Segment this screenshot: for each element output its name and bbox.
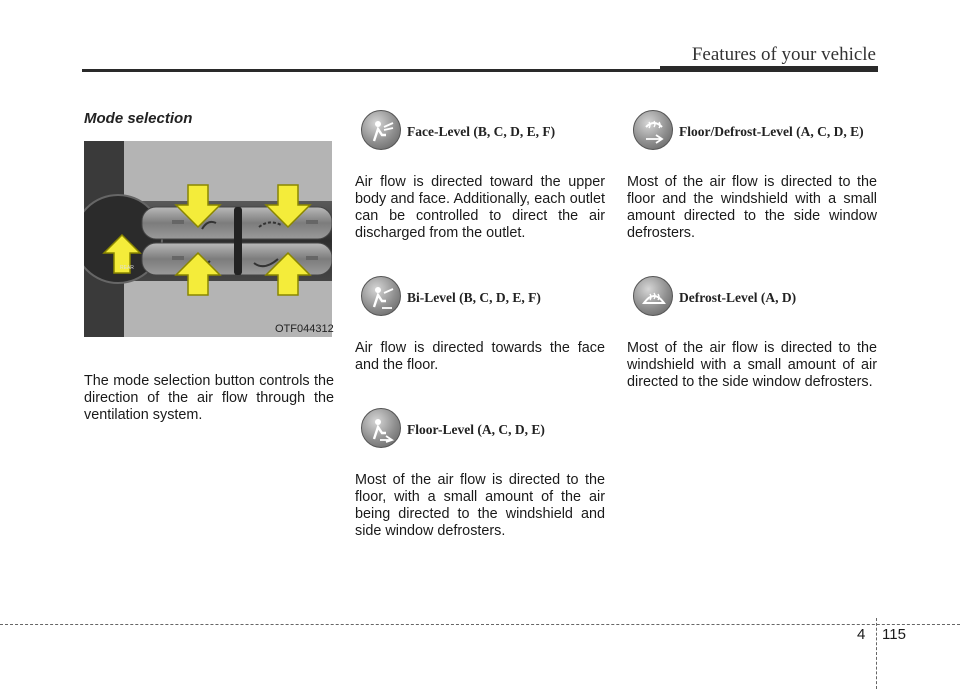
- rear-label: REAR: [120, 265, 134, 271]
- footer-rule: [0, 624, 960, 625]
- control-panel-figure: REAR: [84, 141, 332, 337]
- mode-text: Most of the air flow is directed to the …: [627, 174, 877, 241]
- arrow-up-1: [174, 251, 222, 296]
- bi-level-vent-icon: [361, 276, 401, 316]
- header-title: Features of your vehicle: [691, 44, 876, 65]
- mode-label: Floor-Level (A, C, D, E): [407, 422, 545, 437]
- middle-column: Face-Level (B, C, D, E, F) Air flow is d…: [355, 110, 605, 540]
- arrow-down-2: [264, 184, 312, 229]
- figure-code: OTF044312: [275, 323, 334, 335]
- footer-divider: [876, 618, 877, 689]
- mode-defrost-level: Defrost-Level (A, D) Most of the air flo…: [627, 276, 877, 391]
- face-vent-icon: [361, 110, 401, 150]
- mode-label: Face-Level (B, C, D, E, F): [407, 124, 556, 139]
- mode-selection-description: The mode selection button controls the d…: [84, 373, 334, 423]
- mode-bi-level: Bi-Level (B, C, D, E, F) Air flow is dir…: [355, 276, 605, 374]
- page-number: 115: [882, 626, 906, 643]
- floor-defrost-icon: [633, 110, 673, 150]
- arrow-up-2: [264, 251, 312, 296]
- left-column: Mode selection: [84, 110, 334, 424]
- mode-text: Air flow is directed towards the face an…: [355, 340, 605, 373]
- defrost-icon: [633, 276, 673, 316]
- chapter-number: 4: [857, 626, 866, 643]
- arrow-up-rear: [102, 233, 142, 274]
- arrow-down-1: [174, 184, 222, 229]
- mode-text: Most of the air flow is directed to the …: [355, 472, 605, 539]
- mode-text: Most of the air flow is directed to the …: [627, 340, 877, 390]
- mode-floor-level: Floor-Level (A, C, D, E) Most of the air…: [355, 408, 605, 540]
- header-rule-accent: [660, 66, 878, 72]
- mode-face-level: Face-Level (B, C, D, E, F) Air flow is d…: [355, 110, 605, 242]
- control-panel-illustration: REAR: [84, 141, 332, 337]
- mode-text: Air flow is directed toward the upper bo…: [355, 174, 605, 241]
- mode-label: Bi-Level (B, C, D, E, F): [407, 290, 541, 305]
- mode-label: Defrost-Level (A, D): [679, 290, 797, 305]
- right-column: Floor/Defrost-Level (A, C, D, E) Most of…: [627, 110, 877, 391]
- header-rule: [82, 69, 878, 72]
- mode-floor-defrost-level: Floor/Defrost-Level (A, C, D, E) Most of…: [627, 110, 877, 242]
- mode-label: Floor/Defrost-Level (A, C, D, E): [679, 124, 864, 139]
- section-title: Mode selection: [84, 110, 193, 127]
- floor-vent-icon: [361, 408, 401, 448]
